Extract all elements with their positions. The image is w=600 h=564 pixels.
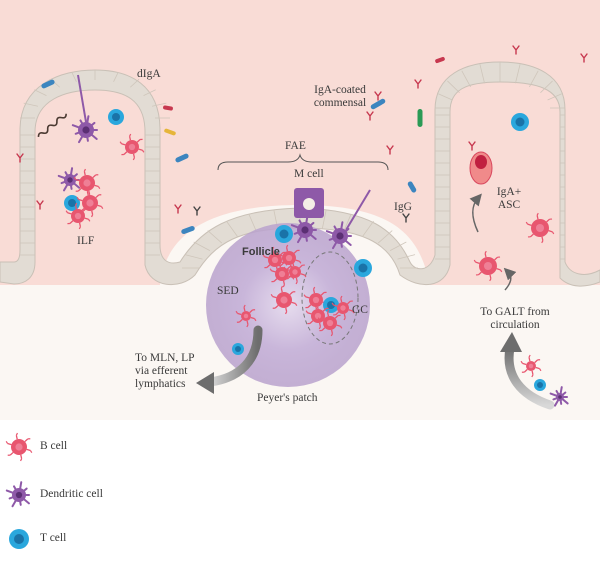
m-cell-antigen xyxy=(303,198,315,210)
gc-label: GC xyxy=(352,304,368,317)
iga-asc-label: IgA+ ASC xyxy=(489,186,529,212)
ilf-label: ILF xyxy=(77,235,94,248)
dendritic-cell-icon xyxy=(4,480,34,510)
iga-coated-commensal-label: IgA-coated commensal xyxy=(300,84,380,110)
legend-label: B cell xyxy=(40,440,67,452)
commensal-bacterium xyxy=(418,109,423,127)
legend-item-b-cell: B cell xyxy=(0,432,200,472)
b-cell-icon xyxy=(4,432,34,462)
t-cell xyxy=(511,113,529,131)
t-cell xyxy=(9,529,29,549)
dlga-label: dIgA xyxy=(137,68,161,81)
dendritic-cell xyxy=(7,482,29,506)
to-mln-label: To MLN, LP via efferent lymphatics xyxy=(135,352,195,391)
t-cell xyxy=(323,297,339,313)
t-cell xyxy=(108,109,124,125)
fae-label: FAE xyxy=(285,140,306,153)
legend-label: T cell xyxy=(40,532,66,544)
igg-label: IgG xyxy=(394,201,412,214)
t-cell xyxy=(275,225,293,243)
follicle-label: Follicle xyxy=(242,246,280,259)
peyers-patch-label: Peyer's patch xyxy=(257,392,318,405)
legend-item-t-cell: T cell xyxy=(0,524,200,564)
b-cell xyxy=(6,433,32,461)
m-cell-label: M cell xyxy=(294,168,324,181)
sed-label: SED xyxy=(217,285,239,298)
t-cell-icon xyxy=(4,524,34,554)
t-cell xyxy=(354,259,372,277)
t-cell xyxy=(534,379,546,391)
t-cell xyxy=(232,343,244,355)
iga-asc-nucleus xyxy=(475,155,487,169)
to-galt-label: To GALT from circulation xyxy=(470,306,560,332)
legend-item-dendritic-cell: Dendritic cell xyxy=(0,480,200,520)
legend: B cell Dendritic cell T cell xyxy=(0,432,220,552)
legend-label: Dendritic cell xyxy=(40,488,103,500)
